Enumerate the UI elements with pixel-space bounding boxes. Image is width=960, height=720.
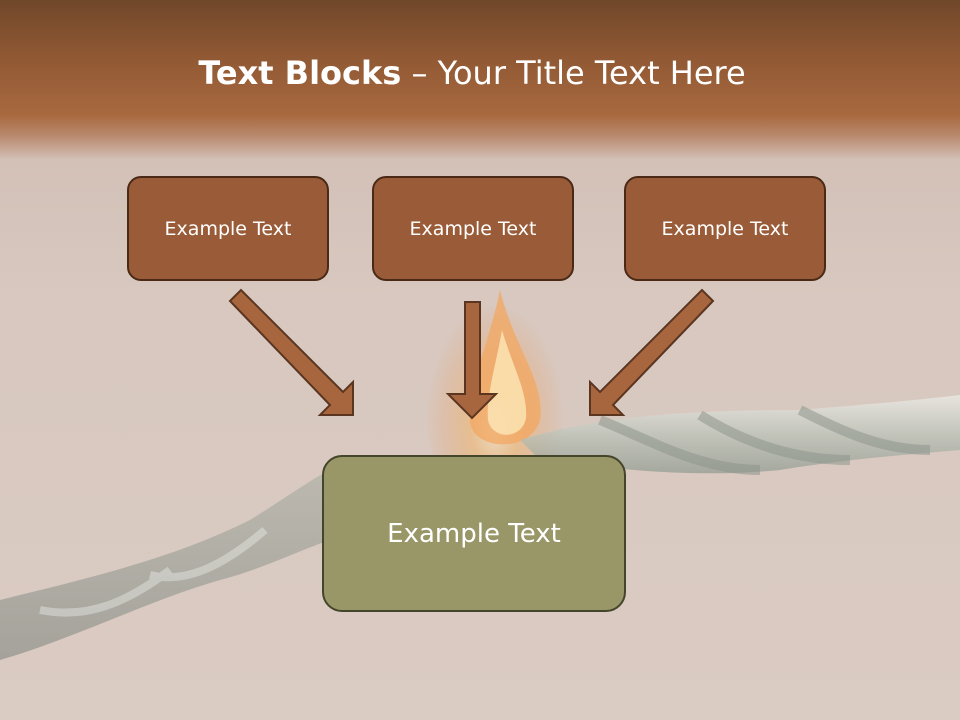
- text-block-2: Example Text: [372, 176, 574, 281]
- text-block-3-label: Example Text: [661, 217, 789, 240]
- target-block: Example Text: [322, 455, 626, 612]
- flame-core: [487, 330, 527, 435]
- text-block-1-label: Example Text: [164, 217, 292, 240]
- text-block-3: Example Text: [624, 176, 826, 281]
- wire-right-twist: [598, 405, 931, 475]
- title-bold: Text Blocks: [198, 54, 402, 92]
- wire-left: [0, 470, 330, 660]
- title-rest: Your Title Text Here: [437, 54, 746, 92]
- wire-left-twist: [39, 526, 268, 617]
- arrow-center-down: [445, 301, 499, 420]
- arrow-right-diagonal: [589, 288, 715, 416]
- target-block-label: Example Text: [387, 518, 561, 549]
- text-block-1: Example Text: [127, 176, 329, 281]
- text-block-2-label: Example Text: [409, 217, 537, 240]
- title-separator: –: [411, 54, 428, 92]
- slide-title: Text Blocks – Your Title Text Here: [0, 54, 944, 92]
- arrow-left-diagonal: [228, 288, 354, 416]
